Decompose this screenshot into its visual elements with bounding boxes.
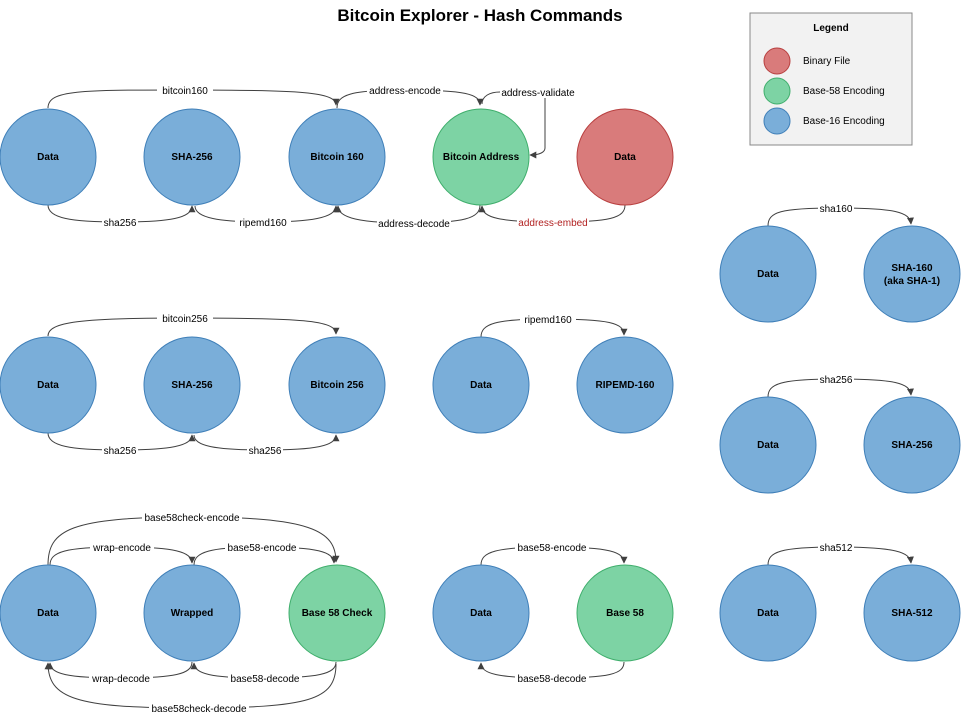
legend-title: Legend [813, 23, 849, 34]
svg-text:Data: Data [37, 608, 59, 619]
node-data3: Data [432, 336, 530, 434]
edge-labels: bitcoin160 address-encode address-valida… [89, 83, 854, 715]
node-data6: Data [719, 225, 817, 323]
edge-label-bitcoin160: bitcoin160 [162, 86, 208, 97]
node-sha160: SHA-160 (aka SHA-1) [863, 225, 961, 323]
node-bitcoin-address: Bitcoin Address [432, 108, 530, 206]
nodes: Data SHA-256 Bitcoin 160 Bitcoin Address… [0, 108, 961, 662]
node-data8: Data [719, 564, 817, 662]
edge-label-base58-encode-1: base58-encode [228, 543, 297, 554]
node-bitcoin160: Bitcoin 160 [288, 108, 386, 206]
node-ripemd160: RIPEMD-160 [576, 336, 674, 434]
node-data5: Data [432, 564, 530, 662]
svg-text:Base 58 Check: Base 58 Check [302, 608, 373, 619]
legend: Legend Binary File Base-58 Encoding Base… [749, 12, 913, 146]
svg-text:RIPEMD-160: RIPEMD-160 [596, 380, 655, 391]
node-sha160-subtitle: (aka SHA-1) [884, 276, 940, 287]
svg-text:Bitcoin 160: Bitcoin 160 [310, 152, 364, 163]
diagram-title: Bitcoin Explorer - Hash Commands [337, 6, 622, 25]
svg-text:Data: Data [757, 608, 779, 619]
svg-text:SHA-256: SHA-256 [171, 380, 213, 391]
node-sha256a: SHA-256 [143, 108, 241, 206]
edge-label-sha256-1: sha256 [104, 218, 137, 229]
edge-label-base58-decode-1: base58-decode [231, 674, 300, 685]
legend-item-b58: Base-58 Encoding [803, 86, 885, 97]
edge-label-wrap-encode: wrap-encode [92, 543, 151, 554]
edge-label-bitcoin256: bitcoin256 [162, 314, 208, 325]
node-data1: Data [0, 108, 97, 206]
edge-label-sha256-3: sha256 [249, 446, 282, 457]
node-wrapped: Wrapped [143, 564, 241, 662]
svg-text:Data: Data [757, 269, 779, 280]
edge-label-address-encode: address-encode [369, 86, 441, 97]
svg-text:SHA-512: SHA-512 [891, 608, 933, 619]
edge-label-base58-encode-2: base58-encode [518, 543, 587, 554]
svg-text:Data: Data [470, 380, 492, 391]
node-bitcoin256: Bitcoin 256 [288, 336, 386, 434]
edge-label-address-decode: address-decode [378, 219, 450, 230]
legend-item-b16: Base-16 Encoding [803, 116, 885, 127]
svg-text:SHA-160: SHA-160 [891, 263, 933, 274]
node-data-binary: Data [576, 108, 674, 206]
svg-text:Bitcoin 256: Bitcoin 256 [310, 380, 364, 391]
node-base58: Base 58 [576, 564, 674, 662]
edge-label-ripemd160: ripemd160 [239, 218, 287, 229]
node-sha256b: SHA-256 [143, 336, 241, 434]
legend-b16-swatch [763, 107, 791, 135]
legend-binary-swatch [763, 47, 791, 75]
svg-text:Data: Data [37, 380, 59, 391]
edge-label-sha512: sha512 [820, 543, 853, 554]
svg-text:SHA-256: SHA-256 [171, 152, 213, 163]
node-data4: Data [0, 564, 97, 662]
edge-label-ripemd160-2: ripemd160 [524, 315, 572, 326]
node-sha256c: SHA-256 [863, 396, 961, 494]
legend-b58-swatch [763, 77, 791, 105]
svg-text:Data: Data [614, 152, 636, 163]
edge-label-wrap-decode: wrap-decode [91, 674, 150, 685]
edge-label-address-validate: address-validate [501, 88, 575, 99]
node-data7: Data [719, 396, 817, 494]
edge-label-address-embed: address-embed [518, 218, 587, 229]
node-base58-check: Base 58 Check [288, 564, 386, 662]
edge-label-sha256-2: sha256 [104, 446, 137, 457]
svg-text:Data: Data [470, 608, 492, 619]
edge-label-base58-decode-2: base58-decode [518, 674, 587, 685]
edge-label-base58check-encode: base58check-encode [144, 513, 240, 524]
edge-label-sha256-4: sha256 [820, 375, 853, 386]
svg-text:Data: Data [757, 440, 779, 451]
edge-label-base58check-decode: base58check-decode [151, 704, 247, 715]
node-data2: Data [0, 336, 97, 434]
svg-text:Bitcoin Address: Bitcoin Address [443, 152, 520, 163]
node-sha512: SHA-512 [863, 564, 961, 662]
svg-text:SHA-256: SHA-256 [891, 440, 933, 451]
svg-text:Base 58: Base 58 [606, 608, 644, 619]
legend-item-binary: Binary File [803, 56, 851, 67]
svg-text:Wrapped: Wrapped [171, 608, 214, 619]
edge-label-sha160: sha160 [820, 204, 853, 215]
svg-text:Data: Data [37, 152, 59, 163]
